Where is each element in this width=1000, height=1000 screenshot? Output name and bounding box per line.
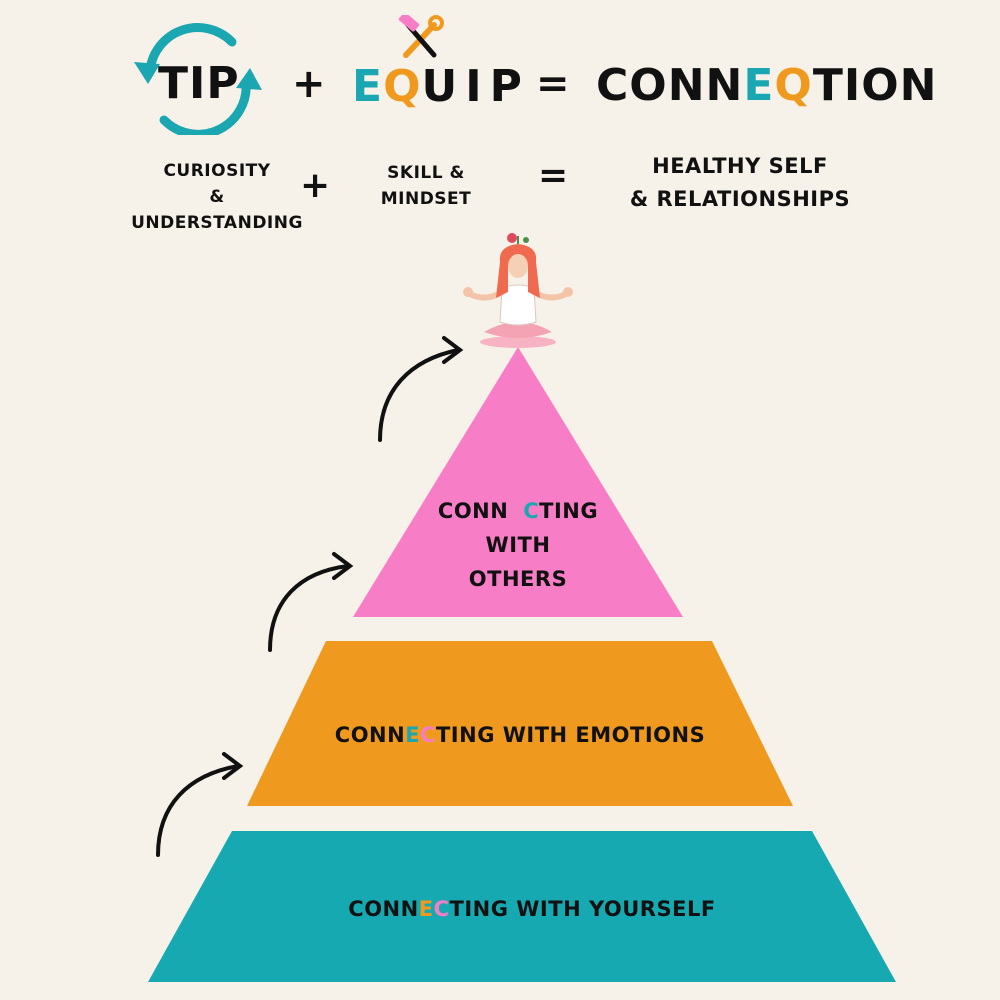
healthy-label: HEALTHY SELF & RELATIONSHIPS bbox=[629, 154, 851, 211]
curved-arrow-icon bbox=[156, 752, 244, 857]
curved-arrow-icon bbox=[378, 336, 464, 442]
tier-top-label: CONNECTING WITH OTHERS bbox=[437, 499, 599, 591]
tip-logo: TIP bbox=[128, 20, 268, 135]
hammer-wrench-icon bbox=[398, 15, 444, 58]
equip-logo: EQUIP bbox=[350, 15, 522, 125]
curved-arrow-icon bbox=[268, 552, 354, 652]
meditating-person-icon bbox=[463, 233, 573, 348]
cycle-arrows-icon bbox=[134, 23, 262, 135]
tier-bottom-label: CONNECTING WITH YOURSELF bbox=[348, 897, 716, 921]
equip-letter-e: E bbox=[352, 61, 384, 112]
tip-word: TIP bbox=[158, 58, 240, 109]
sub-equals-sign: = bbox=[538, 155, 569, 196]
plus-sign: + bbox=[292, 61, 326, 107]
equip-rest: UIP bbox=[421, 61, 530, 112]
pyramid-bottom-tier bbox=[148, 831, 896, 982]
connection-word: CONNEQTION bbox=[596, 60, 938, 111]
equip-letter-q: Q bbox=[383, 61, 422, 112]
equals-sign: = bbox=[536, 61, 570, 107]
tier-middle-label: CONNECTING WITH EMOTIONS bbox=[334, 723, 706, 747]
equip-word: EQUIP bbox=[352, 65, 530, 109]
sub-plus-sign: + bbox=[300, 165, 331, 206]
pyramid-middle-tier bbox=[247, 641, 793, 806]
pyramid-top-tier bbox=[353, 347, 683, 617]
curiosity-label: CURIOSITY & UNDERSTANDING bbox=[131, 161, 303, 233]
skill-label: SKILL & MINDSET bbox=[380, 163, 472, 209]
